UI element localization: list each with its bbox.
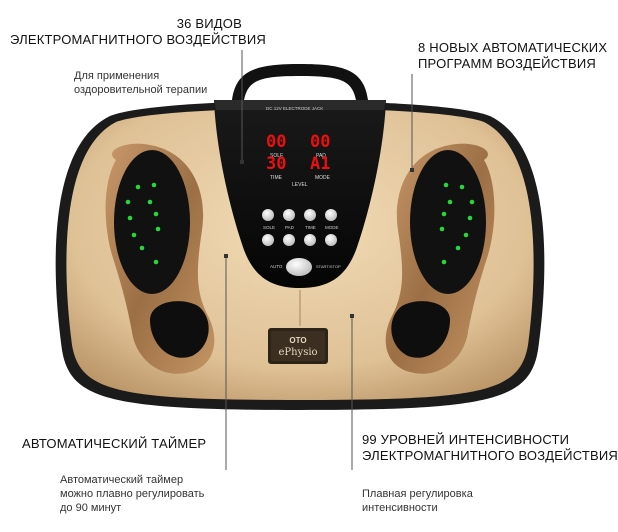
display-mode-value: A1 [310, 154, 330, 174]
pad-down-button[interactable] [283, 234, 295, 246]
callout-bottom-left-note-3: до 90 минут [60, 502, 122, 514]
time-button-label: TIME [305, 225, 316, 230]
display-level-label: LEVEL [292, 182, 308, 188]
display-time-value: 30 [266, 154, 286, 174]
sole-up-button[interactable] [262, 209, 274, 221]
pad-button-label: PAD [285, 225, 295, 230]
control-panel [214, 100, 386, 288]
display-sole-label: SOLE [270, 153, 284, 159]
sole-button-label: SOLE [263, 225, 275, 230]
left-sole-pad [114, 150, 190, 294]
display-sole-value: 00 [266, 132, 286, 152]
left-foot-leds [125, 182, 161, 265]
sole-down-button[interactable] [262, 234, 274, 246]
callout-bottom-left-heading: АВТОМАТИЧЕСКИЙ ТАЙМЕР [22, 436, 207, 451]
heat-button[interactable] [325, 234, 337, 246]
callout-top-right-heading-2: ПРОГРАММ ВОЗДЕЙСТВИЯ [418, 56, 596, 71]
start-stop-label: START/STOP [316, 264, 341, 269]
display-pad-value: 00 [310, 132, 330, 152]
callout-top-left-heading-1: 36 ВИДОВ [176, 16, 242, 31]
leader-lines [225, 50, 413, 470]
leader-dots [224, 160, 414, 318]
brand-oto: OTO [289, 336, 306, 345]
callout-bottom-right-heading-2: ЭЛЕКТРОМАГНИТНОГО ВОЗДЕЙСТВИЯ [362, 448, 618, 463]
left-heel-pad [150, 301, 209, 358]
right-sole-pad [410, 150, 486, 294]
callout-top-left-note-2: оздоровительной терапии [74, 84, 208, 96]
right-heel-pad [391, 301, 450, 358]
callout-bottom-right-note-2: интенсивности [362, 502, 438, 514]
callout-top-left-note-1: Для применения [74, 70, 160, 82]
pad-up-button[interactable] [283, 209, 295, 221]
handle [232, 64, 368, 100]
control-buttons: SOLE PAD TIME MODE AUTO START/STOP [262, 209, 341, 276]
device-illustration: 00 00 SOLE PAD 30 A1 TIME MODE LEVEL DC … [55, 50, 545, 470]
callout-top-left-heading-2: ЭЛЕКТРОМАГНИТНОГО ВОЗДЕЙСТВИЯ [10, 32, 266, 47]
callout-bottom-right-note-1: Плавная регулировка [362, 488, 473, 500]
auto-button-label: AUTO [270, 264, 283, 269]
callout-top-right-heading-1: 8 НОВЫХ АВТОМАТИЧЕСКИХ [418, 40, 608, 55]
callout-bottom-left-note-1: Автоматический таймер [60, 474, 184, 486]
display-mode-label: MODE [315, 175, 331, 181]
display-pad-label: PAD [316, 153, 326, 159]
callout-bottom-left-note-2: можно плавно регулировать [60, 488, 205, 500]
mode-button[interactable] [325, 209, 337, 221]
display-time-label: TIME [270, 175, 283, 181]
start-stop-button[interactable] [286, 258, 312, 276]
panel-top-label: DC 12V ELECTRODE JACK [266, 106, 323, 111]
mode-button-label: MODE [325, 225, 339, 230]
brand-label: OTO ePhysio [268, 328, 328, 364]
time-down-button[interactable] [304, 234, 316, 246]
time-up-button[interactable] [304, 209, 316, 221]
led-display: 00 00 SOLE PAD 30 A1 TIME MODE LEVEL [266, 132, 331, 188]
callout-bottom-right-heading-1: 99 УРОВНЕЙ ИНТЕНСИВНОСТИ [362, 432, 570, 447]
right-foot-leds [439, 182, 475, 265]
brand-ephysio: ePhysio [278, 347, 317, 358]
